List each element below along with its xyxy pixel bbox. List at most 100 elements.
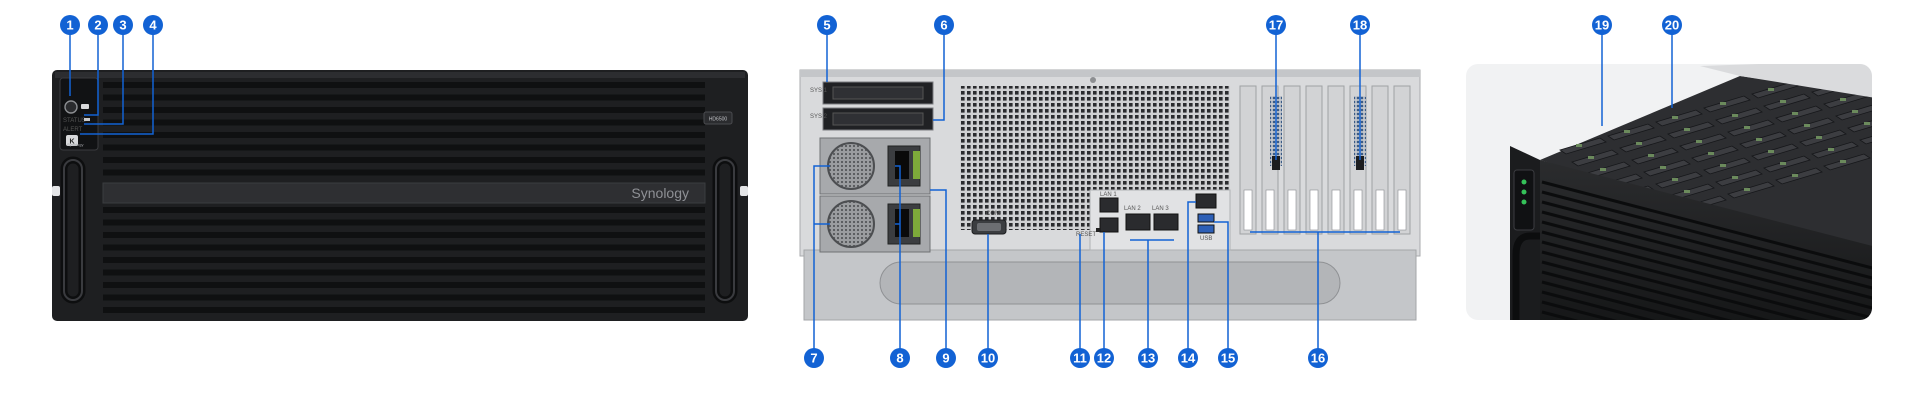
front-grill-slat [103, 294, 705, 301]
callout-number: 17 [1269, 18, 1283, 33]
callout-number: 9 [942, 351, 949, 366]
callout-6: 6 [934, 15, 954, 35]
photo-drive-tray [1631, 147, 1679, 165]
photo-drive-tray [1799, 129, 1847, 147]
photo-drive-tray [1871, 139, 1872, 157]
callout-number: 19 [1595, 18, 1609, 33]
photo-led-1 [1521, 179, 1527, 185]
usb-port-1[interactable] [1197, 213, 1215, 223]
callout-leader [813, 165, 830, 349]
callout-badge [817, 15, 837, 35]
callout-leader [895, 165, 901, 349]
photo-handle [1512, 232, 1540, 320]
callout-leader [80, 34, 154, 135]
photo-drive-tray [1691, 145, 1739, 163]
photo-drive-tray [1643, 159, 1691, 177]
lan-port-3[interactable] [1195, 193, 1217, 209]
status-indicator [81, 104, 89, 109]
photo-drive-tray [1715, 169, 1763, 187]
photo-drive-tray [1703, 157, 1751, 175]
psu-power-socket-1[interactable] [895, 151, 909, 179]
callout-badge [1094, 348, 1114, 368]
callout-badge [978, 348, 998, 368]
callout-2: 2 [88, 15, 108, 35]
callout-number: 1 [66, 18, 73, 33]
lan-port-mgmt[interactable] [1099, 197, 1119, 213]
callout-leader [1214, 221, 1229, 349]
callout-9: 9 [936, 348, 956, 368]
callout-badge [804, 348, 824, 368]
photo-drive-tray [1727, 119, 1775, 137]
callout-leader [1250, 231, 1400, 349]
front-grill-slat [103, 219, 705, 226]
photo-drive-tray [1751, 143, 1799, 161]
system-drive-bays: SYS 1 SYS 2 [810, 81, 934, 131]
front-grill-slat [103, 207, 705, 213]
reset-button[interactable] [1096, 228, 1100, 232]
photo-drive-tray [1607, 123, 1655, 141]
left-handle[interactable] [52, 156, 86, 304]
chassis-angled-photo [1466, 64, 1872, 320]
power-button[interactable] [64, 100, 78, 114]
callout-number: 12 [1097, 351, 1111, 366]
svg-text:USB: USB [1200, 236, 1212, 242]
callout-number: 6 [940, 18, 947, 33]
svg-text:LAN 3: LAN 3 [1152, 206, 1169, 212]
lan-port-2[interactable] [1099, 217, 1119, 233]
callout-badge [1218, 348, 1238, 368]
photo-drive-tray [1715, 107, 1763, 125]
callout-number: 13 [1141, 351, 1155, 366]
psu-power-socket-2[interactable] [895, 209, 909, 237]
right-handle[interactable] [712, 156, 748, 304]
rear-base-slot [879, 261, 1341, 305]
photo-drive-tray [1655, 171, 1703, 189]
power-supply-1 [819, 137, 931, 195]
callout-badge [143, 15, 163, 35]
usb-port-2[interactable] [1197, 224, 1215, 234]
callout-badge [934, 15, 954, 35]
callout-number: 20 [1665, 18, 1679, 33]
front-grill-slat [103, 144, 705, 151]
photo-drive-tray [1571, 149, 1619, 167]
callout-13: 13 [1138, 348, 1158, 368]
lan-port-10g-1[interactable] [1125, 213, 1151, 231]
front-grill-slat [103, 269, 705, 276]
photo-drive-tray [1763, 155, 1811, 173]
callout-16: 16 [1308, 348, 1328, 368]
svg-text:SYS 1: SYS 1 [810, 88, 828, 94]
callout-number: 4 [149, 18, 157, 33]
callout-15: 15 [1218, 348, 1238, 368]
photo-drive-tray [1835, 103, 1872, 121]
model-badge-text: HD6500 [709, 117, 728, 123]
front-grill-slat [103, 307, 705, 313]
photo-drive-tray [1703, 95, 1751, 113]
callout-badge [1662, 15, 1682, 35]
front-panel: Synology STATUS ALERT K Synology HD6500 [52, 70, 748, 321]
callout-leader [84, 34, 99, 116]
svg-text:LAN 2: LAN 2 [1124, 206, 1141, 212]
status-label: STATUS [63, 118, 86, 124]
psu-latch-1[interactable] [913, 151, 920, 179]
callout-badge [60, 15, 80, 35]
callout-badge [1592, 15, 1612, 35]
front-grill [103, 82, 705, 313]
callout-14: 14 [1178, 348, 1198, 368]
callout-10: 10 [978, 348, 998, 368]
callout-8: 8 [890, 348, 910, 368]
callout-badge [1308, 348, 1328, 368]
callout-3: 3 [113, 15, 133, 35]
psu-latch-2[interactable] [913, 209, 920, 237]
front-grill-slat [103, 82, 705, 88]
photo-drive-tray [1763, 93, 1811, 111]
photo-drive-tray [1859, 127, 1872, 145]
photo-drive-tray [1787, 117, 1835, 135]
lan-port-10g-2[interactable] [1153, 213, 1179, 231]
status-led [84, 118, 90, 121]
photo-drive-tray [1823, 153, 1871, 171]
callout-number: 18 [1353, 18, 1367, 33]
callout-badge [113, 15, 133, 35]
callout-4: 4 [143, 15, 163, 35]
com-port[interactable]: COM [971, 211, 1007, 235]
psu-fan-2 [827, 200, 875, 248]
